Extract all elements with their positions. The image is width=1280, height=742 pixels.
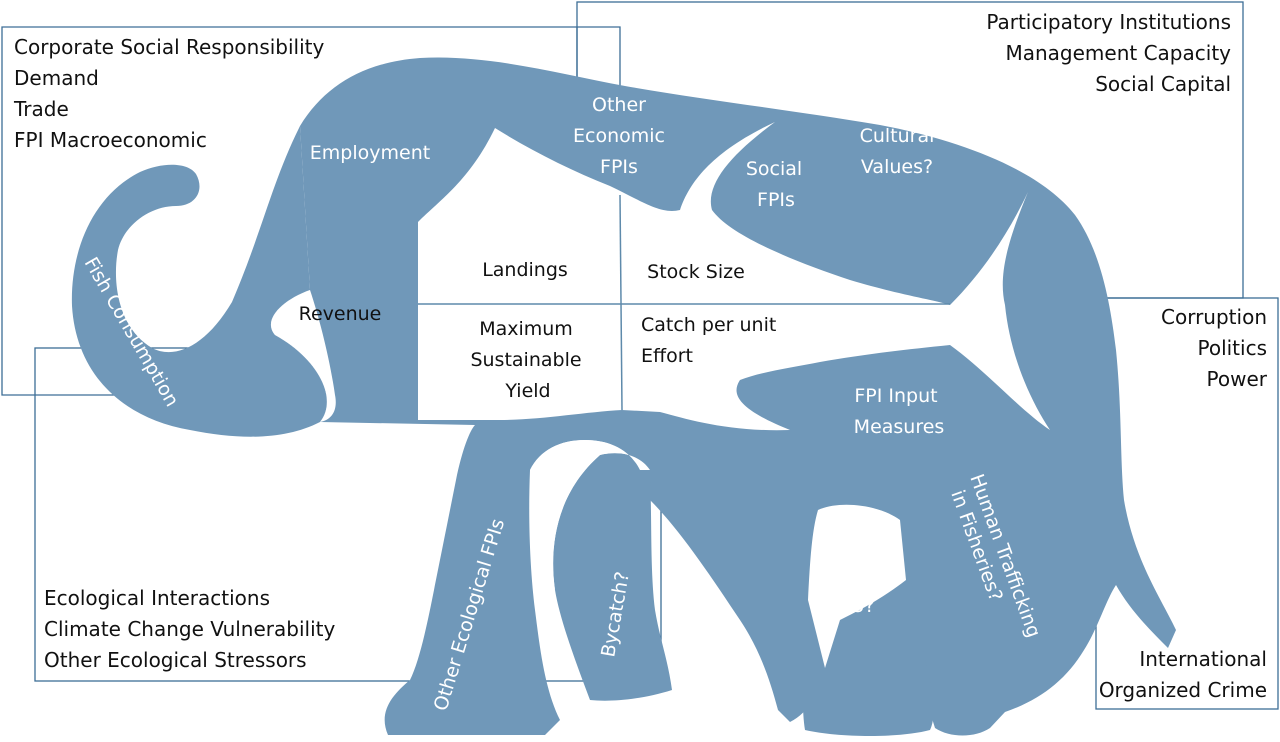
mid-right-item: Politics xyxy=(1197,336,1267,360)
fish-divider-vertical xyxy=(619,194,623,411)
cutouts xyxy=(270,122,1050,668)
social-fpis-line: FPIs xyxy=(757,189,795,211)
bottom-left-list: Ecological Interactions Climate Change V… xyxy=(44,586,335,672)
bottom-left-item: Climate Change Vulnerability xyxy=(44,617,335,641)
stock-size-label: Stock Size xyxy=(647,261,745,283)
cpue-label: Catch per unit Effort xyxy=(641,314,776,367)
revenue-label: Revenue xyxy=(299,303,382,325)
mid-right-list: Corruption Politics Power xyxy=(1161,305,1268,391)
fpi-input-measures-label: FPI Input Measures xyxy=(854,385,945,438)
top-left-list: Corporate Social Responsibility Demand T… xyxy=(13,35,325,152)
other-economic-line: Economic xyxy=(573,125,665,147)
bottom-left-item: Ecological Interactions xyxy=(44,586,270,610)
top-left-item: Corporate Social Responsibility xyxy=(14,35,325,59)
top-right-item: Participatory Institutions xyxy=(986,10,1231,34)
msy-line: Yield xyxy=(504,380,550,402)
iuu-label: IUU? xyxy=(831,595,875,617)
mid-right-item: Corruption xyxy=(1161,305,1267,329)
fpi-input-line: FPI Input xyxy=(854,385,937,407)
other-economic-line: Other xyxy=(592,94,646,116)
elephant-trunk xyxy=(71,126,327,437)
top-right-item: Management Capacity xyxy=(1005,41,1231,65)
fish-shape xyxy=(418,122,1050,431)
cpue-line: Effort xyxy=(641,345,693,367)
msy-line: Sustainable xyxy=(470,349,581,371)
landings-label: Landings xyxy=(482,259,568,281)
mid-right-item: Power xyxy=(1207,367,1268,391)
bottom-right-item: International xyxy=(1139,647,1267,671)
top-right-list: Participatory Institutions Management Ca… xyxy=(986,10,1231,96)
other-economic-fpis-label: Other Economic FPIs xyxy=(573,94,665,178)
cultural-values-line: Values? xyxy=(861,156,933,178)
msy-line: Maximum xyxy=(479,318,573,340)
bottom-right-item: Organized Crime xyxy=(1099,678,1267,702)
bottom-left-item: Other Ecological Stressors xyxy=(44,648,307,672)
top-left-item: FPI Macroeconomic xyxy=(14,128,207,152)
top-left-item: Trade xyxy=(13,97,69,121)
top-left-item: Demand xyxy=(14,66,99,90)
cultural-values-line: Cultural xyxy=(860,125,935,147)
elephant-leg-bycatch xyxy=(553,453,672,701)
bottom-right-list: International Organized Crime xyxy=(1099,647,1267,702)
social-fpis-label: Social FPIs xyxy=(746,158,802,211)
social-fpis-line: Social xyxy=(746,158,802,180)
cultural-values-label: Cultural Values? xyxy=(860,125,935,178)
employment-label: Employment xyxy=(310,142,430,164)
cpue-line: Catch per unit xyxy=(641,314,776,336)
top-right-item: Social Capital xyxy=(1095,72,1231,96)
msy-label: Maximum Sustainable Yield xyxy=(470,318,581,402)
other-economic-line: FPIs xyxy=(600,156,638,178)
fpi-input-line: Measures xyxy=(854,416,945,438)
